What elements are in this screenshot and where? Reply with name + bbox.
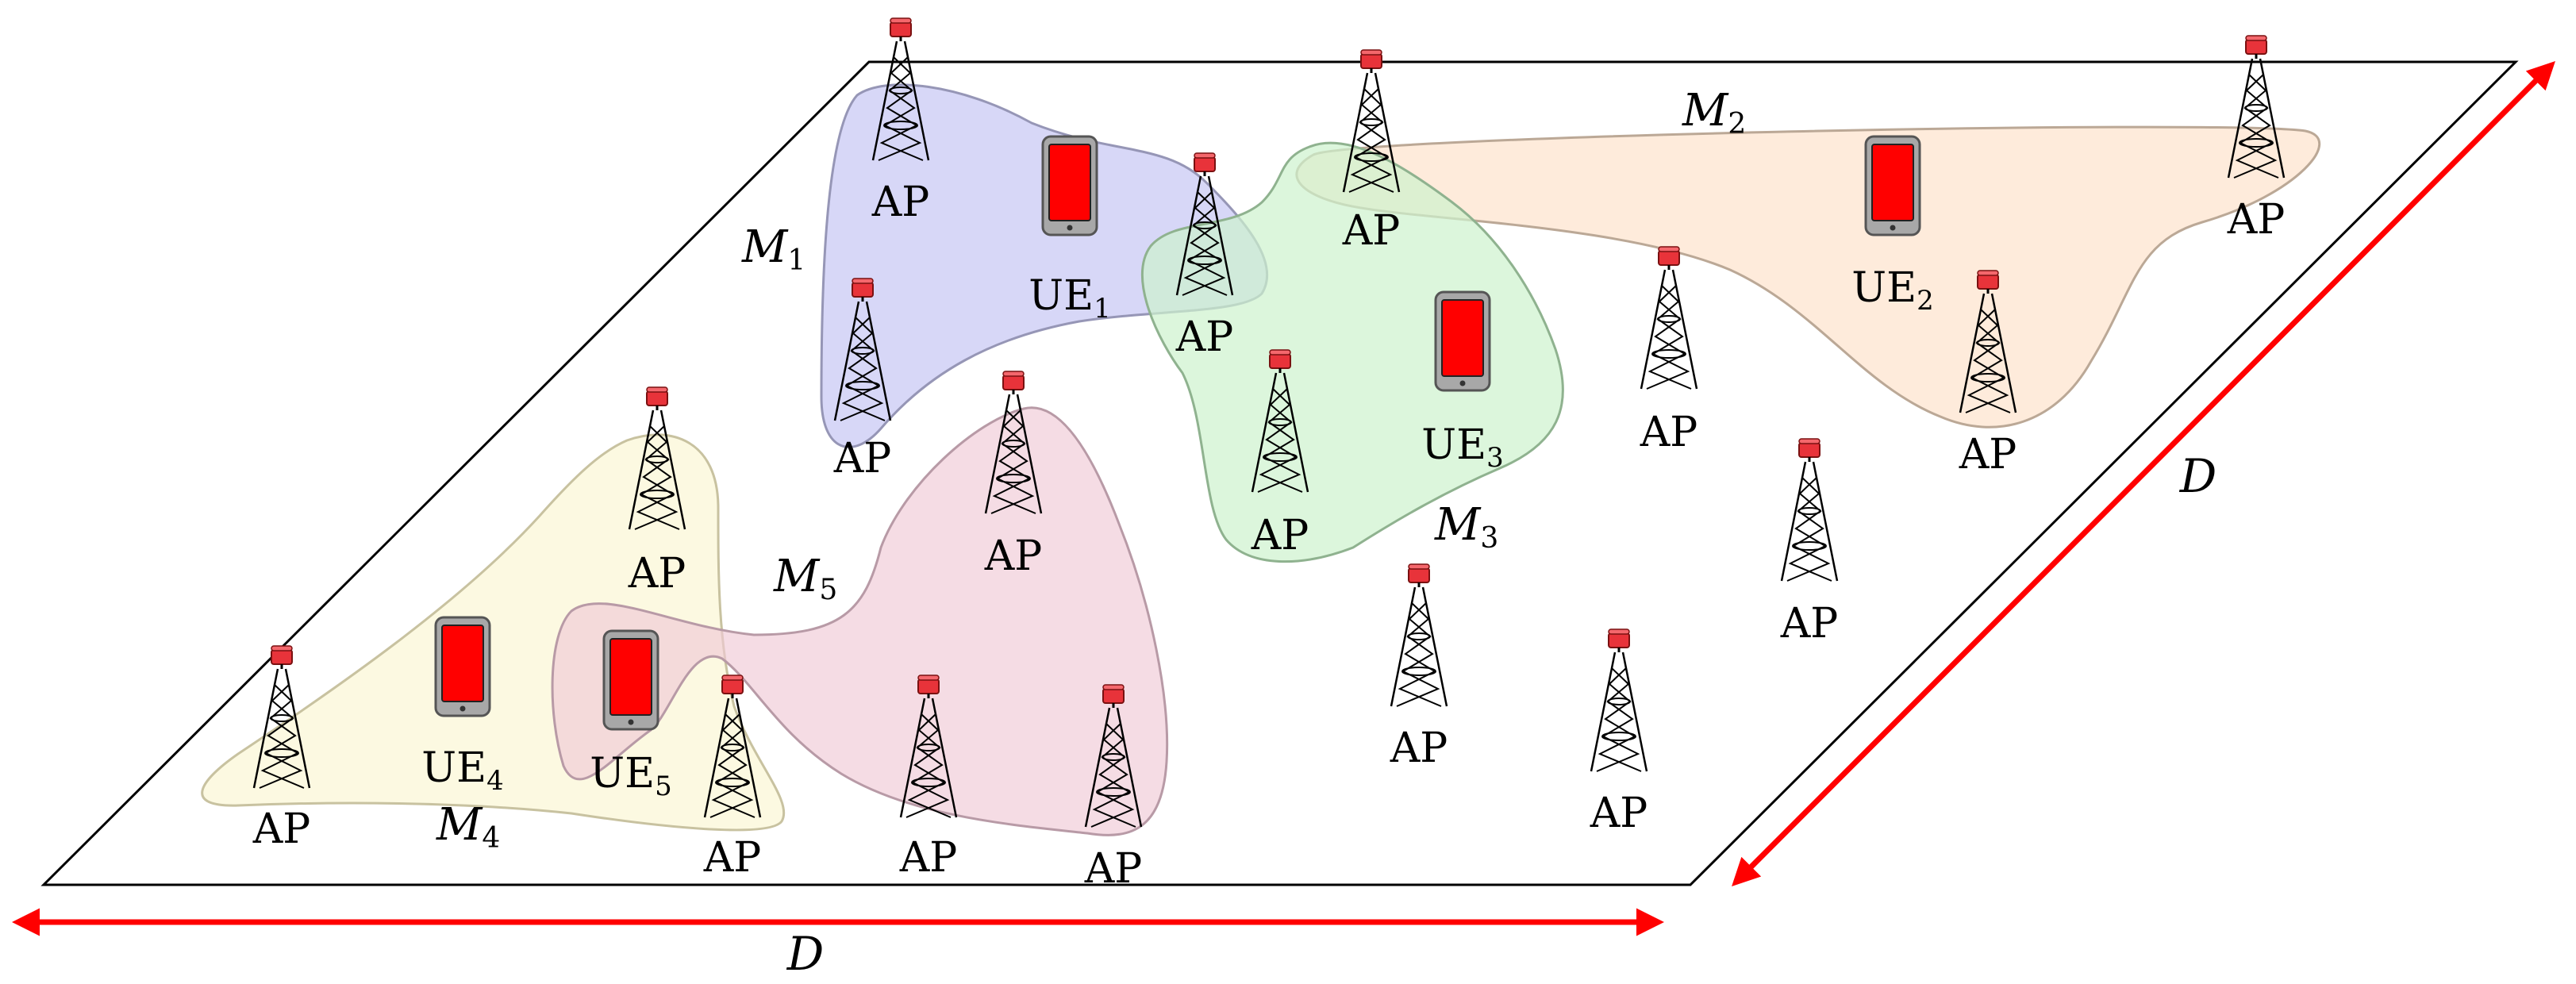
ap-label: AP xyxy=(833,435,892,482)
cluster-1-label: M1 xyxy=(741,221,805,277)
ap-label: AP xyxy=(984,532,1043,580)
ap-label: AP xyxy=(1780,600,1839,648)
ap-10: AP xyxy=(984,370,1043,580)
ap-13: AP xyxy=(1590,628,1648,837)
ap-label: AP xyxy=(1959,431,2017,479)
ap-2: AP xyxy=(1342,48,1401,255)
ue-label: UE1 xyxy=(1028,272,1110,325)
ap-4: AP xyxy=(1175,152,1234,361)
phone-icon xyxy=(602,629,659,731)
ap-1: AP xyxy=(871,17,930,226)
ap-label: AP xyxy=(1342,207,1401,255)
ap-label: AP xyxy=(1390,725,1448,772)
ap-label: AP xyxy=(1175,313,1234,361)
ap-label: AP xyxy=(871,179,930,226)
ap-label: AP xyxy=(2227,196,2286,244)
ue-label: UE5 xyxy=(590,750,671,802)
cluster-3-label: M3 xyxy=(1434,499,1498,555)
ap-14: AP xyxy=(252,644,311,853)
ap-15: AP xyxy=(703,674,762,882)
depth-arrow xyxy=(1732,61,2555,886)
depth-label: D xyxy=(2179,449,2217,503)
ap-12: AP xyxy=(1390,563,1448,772)
ap-label: AP xyxy=(628,550,686,598)
ap-label: AP xyxy=(1640,409,1698,456)
ap-label: AP xyxy=(899,834,958,882)
ap-9: AP xyxy=(628,386,686,598)
dimension-arrows: D D xyxy=(12,61,2555,981)
cluster-5-label: M5 xyxy=(773,551,837,606)
width-label: D xyxy=(786,927,825,981)
ap-label: AP xyxy=(252,805,311,853)
cluster-5-region xyxy=(551,406,1169,836)
ap-17: AP xyxy=(1084,683,1143,893)
ap-label: AP xyxy=(1251,512,1309,559)
ue-1: UE1 xyxy=(1028,135,1111,325)
ue-5: UE5 xyxy=(590,629,672,802)
cluster-labels: M1 M2 M3 M4 M5 xyxy=(436,85,1746,855)
phone-icon xyxy=(1434,290,1491,392)
ue-3: UE3 xyxy=(1421,290,1504,474)
ap-8: AP xyxy=(1251,348,1309,559)
ap-label: AP xyxy=(1084,845,1143,893)
phone-icon xyxy=(1864,135,1921,236)
cluster-3-region xyxy=(1141,141,1564,563)
cluster-4-label: M4 xyxy=(436,799,500,855)
ue-label: UE4 xyxy=(421,744,503,797)
ap-label: AP xyxy=(1590,790,1648,837)
ue-4: UE4 xyxy=(421,616,504,797)
ue-label: UE3 xyxy=(1421,421,1503,474)
ap-5: AP xyxy=(833,277,892,482)
ap-6: AP xyxy=(1640,245,1698,456)
phone-icon xyxy=(434,616,491,717)
phone-icon xyxy=(1041,135,1098,236)
ap-16: AP xyxy=(899,674,958,882)
ap-label: AP xyxy=(703,834,762,882)
